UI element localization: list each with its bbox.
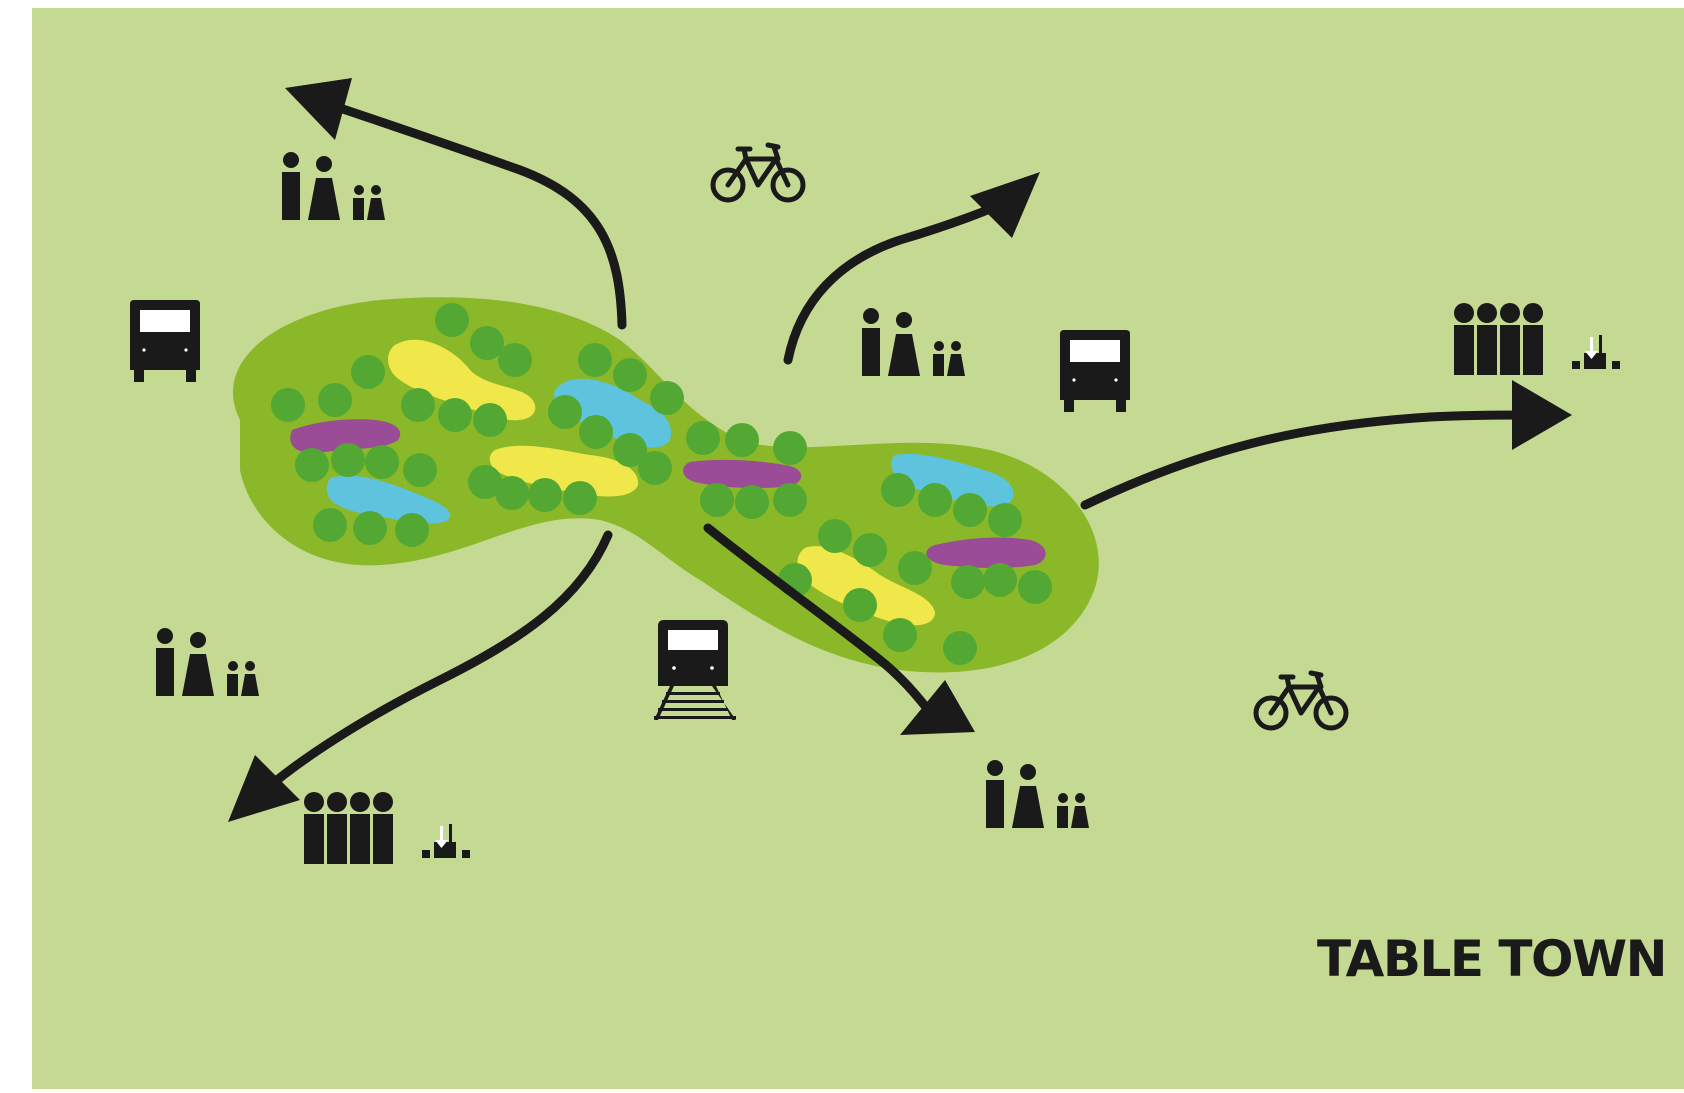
arrow-north-west [335, 103, 627, 330]
trees [271, 303, 1052, 665]
arrow-north-east [783, 195, 1015, 365]
arrowhead-south-west [228, 755, 300, 822]
arrow-south-west [260, 530, 613, 795]
bus-icon [130, 300, 200, 382]
arrowhead-north-east [970, 172, 1040, 238]
arrowhead-south-east [900, 680, 975, 735]
arrowhead-north-west [285, 78, 352, 140]
arrow-heads [228, 78, 1572, 822]
patches [290, 339, 1046, 626]
town-title: TABLE TOWN [1316, 930, 1668, 988]
bus-icon [1060, 330, 1130, 412]
arrow-south-east [703, 523, 935, 717]
arrow-east [1080, 410, 1530, 510]
flow-arrows [260, 103, 1530, 795]
arrowhead-east [1512, 380, 1572, 450]
